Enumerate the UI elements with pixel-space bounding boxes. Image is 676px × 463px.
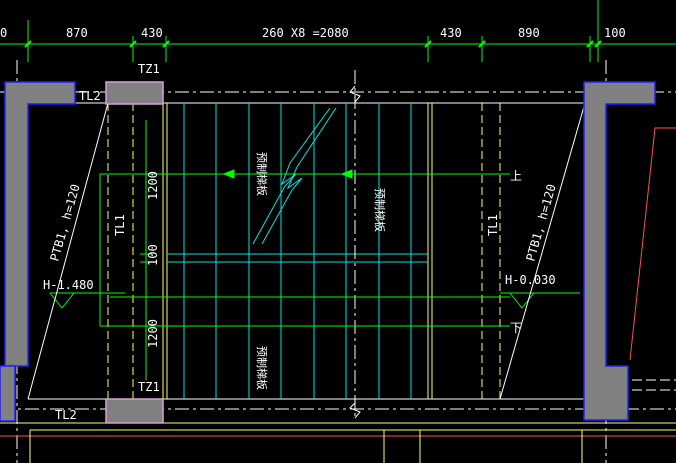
dim-100: 100 [604, 26, 626, 40]
column-tz1-bottom [105, 398, 164, 424]
break-marks [349, 85, 361, 419]
columns [105, 81, 164, 424]
dim-1200-bottom: 1200 [146, 319, 160, 348]
adjacent-lines [629, 127, 676, 391]
stair-treads [183, 103, 412, 399]
dim-890: 890 [518, 26, 540, 40]
dim-870: 870 [66, 26, 88, 40]
dim-1200-top: 1200 [146, 171, 160, 200]
direction-arrows [49, 169, 580, 327]
label-up: 上 [510, 169, 522, 183]
top-dimension-chain [0, 0, 676, 62]
label-down: 下 [510, 321, 522, 335]
label-tl1-left: TL1 [113, 214, 127, 236]
stair-frame [28, 70, 590, 420]
label-tl1-right: TL1 [486, 214, 500, 236]
dim-430-left: 430 [141, 26, 163, 40]
label-precast-3: 预制梯板 [255, 346, 269, 390]
label-tl2-top: TL2 [79, 89, 101, 103]
dim-treads: 260 X8 =2080 [262, 26, 349, 40]
dim-430-right: 430 [440, 26, 462, 40]
right-wall [583, 81, 656, 421]
walls [0, 81, 656, 422]
label-precast-1: 预制梯板 [255, 152, 269, 196]
vertical-dimension [140, 120, 152, 380]
label-elev-right: H-0.030 [505, 273, 556, 287]
ptb1-diagonals [27, 102, 586, 400]
label-tz1-top: TZ1 [138, 62, 160, 76]
bottom-lines [0, 422, 676, 463]
column-tz1-top [105, 81, 164, 105]
label-elev-left: H-1.480 [43, 278, 94, 292]
label-precast-2: 预制梯板 [373, 188, 387, 232]
dim-100: 100 [146, 244, 160, 266]
left-wall-base [0, 365, 16, 422]
dim-edge-left: 0 [0, 26, 7, 40]
label-tz1-bottom: TZ1 [138, 380, 160, 394]
label-ptb1-right: PTB1, h=120 [523, 183, 558, 263]
label-ptb1-left: PTB1, h=120 [47, 183, 82, 263]
label-tl2-bottom: TL2 [55, 408, 77, 422]
